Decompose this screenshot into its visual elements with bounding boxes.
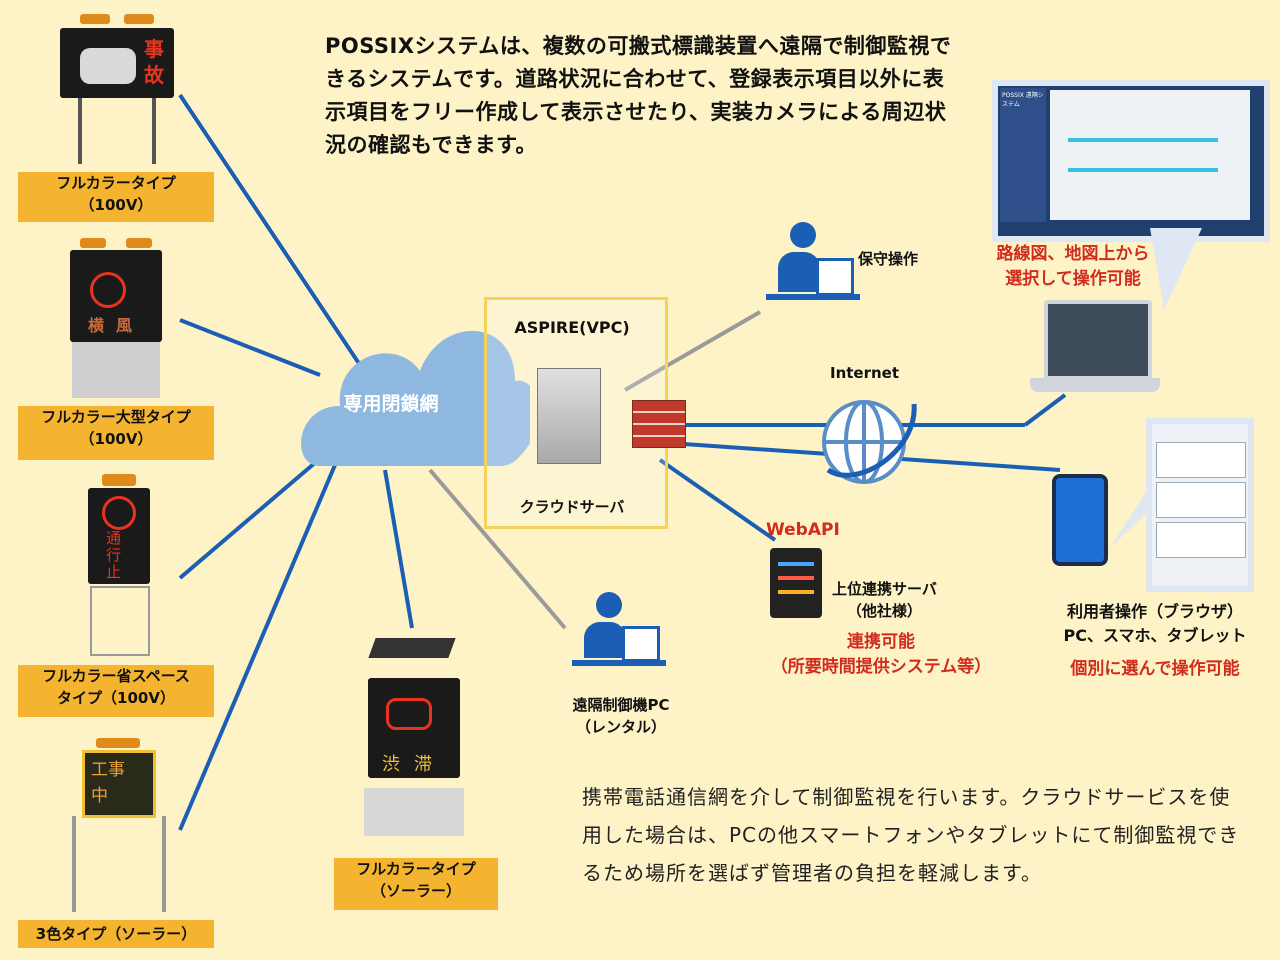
maintenance-label: 保守操作 [858, 250, 919, 268]
route-map-line2: 選択して操作可能 [1005, 269, 1141, 289]
external-server-label: 上位連携サーバ （他社様） [832, 578, 937, 622]
label-line1: フルカラー省スペース [42, 667, 190, 685]
link-line-device3 [178, 448, 332, 580]
remote-pc-line2: （レンタル） [575, 718, 666, 736]
sign-text: 工事中 [91, 760, 125, 806]
user-ops-note: 個別に選んで操作可能 [1070, 659, 1240, 679]
user-at-desk-icon [766, 222, 860, 306]
link-line-webapi [658, 458, 777, 542]
firewall-icon [632, 400, 686, 448]
label-line1: 3色タイプ（ソーラー） [35, 925, 197, 943]
server-caption: クラウドサーバ [519, 498, 625, 516]
car-icon [386, 698, 432, 730]
label-box-device3: フルカラー省スペース タイプ（100V） [18, 665, 214, 717]
link-line-device5 [383, 469, 414, 629]
external-server-line1: 上位連携サーバ [832, 580, 937, 598]
server-rack-icon [537, 368, 601, 464]
cloud-label: 専用閉鎖網 [343, 393, 439, 415]
external-server-icon [770, 548, 822, 618]
link-line-device4 [178, 464, 337, 831]
remote-pc-label: 遠隔制御機PC （レンタル） [556, 694, 686, 738]
sign-text: 横風 [88, 316, 145, 335]
link-line-maintenance [623, 310, 762, 392]
webapi-note-line1: 連携可能 [847, 632, 915, 652]
label-line2: タイプ（100V） [57, 689, 175, 707]
remote-pc-line1: 遠隔制御機PC [572, 696, 670, 714]
route-map-note: 路線図、地図上から 選択して操作可能 [978, 242, 1168, 292]
link-line-laptop [1023, 393, 1067, 427]
link-line-device1 [178, 93, 362, 367]
sign-text: 事故 [144, 37, 164, 87]
label-box-device4: 3色タイプ（ソーラー） [18, 920, 214, 948]
car-icon [80, 48, 136, 84]
device-sign-compact: 通行止 [84, 474, 154, 656]
control-screen-image: POSSIX 遠隔システム [992, 80, 1270, 242]
wind-icon [90, 272, 126, 308]
sign-text: 渋滞 [382, 754, 446, 775]
link-line-remote-pc [428, 468, 567, 630]
device-sign-3color: 工事中 [52, 738, 182, 914]
label-line2: （100V） [79, 430, 153, 448]
user-ops-line2: PC、スマホ、タブレット [1063, 626, 1247, 645]
internet-label: Internet [830, 364, 900, 382]
intro-text: POSSIXシステムは、複数の可搬式標識装置へ遠隔で制御監視できるシステムです。… [325, 34, 952, 157]
label-box-device2: フルカラー大型タイプ （100V） [18, 406, 214, 460]
label-line1: フルカラータイプ [356, 860, 476, 878]
webapi-label: WebAPI [766, 520, 840, 540]
cloud-icon [301, 330, 530, 467]
link-line-device2 [179, 318, 321, 377]
label-line1: フルカラータイプ [56, 174, 176, 192]
label-line2: （ソーラー） [370, 882, 461, 900]
external-server-line2: （他社様） [846, 602, 922, 620]
device-sign-large: 横風 [66, 238, 166, 398]
remote-pc-user-icon [572, 592, 666, 670]
user-ops-label: 利用者操作（ブラウザ） PC、スマホ、タブレット [1040, 600, 1270, 648]
label-line1: フルカラー大型タイプ [41, 408, 191, 426]
server-title: ASPIRE(VPC) [514, 318, 630, 337]
sign-text: 通行止 [106, 529, 122, 581]
laptop-icon [1030, 300, 1160, 400]
webapi-note: 連携可能 （所要時間提供システム等） [756, 630, 1006, 680]
label-line2: （100V） [79, 196, 153, 214]
device-sign-fullcolor: 事故 [52, 14, 182, 164]
solar-panel-icon [368, 638, 456, 658]
outro-text: 携帯電話通信網を介して制御監視を行います。クラウドサービスを使用した場合は、PC… [582, 785, 1240, 885]
globe-icon [822, 400, 917, 484]
user-ops-line1: 利用者操作（ブラウザ） [1066, 602, 1243, 621]
callout-pointer [1150, 228, 1202, 310]
label-box-device5: フルカラータイプ （ソーラー） [334, 858, 498, 910]
tablet-screen-image [1146, 418, 1254, 592]
smartphone-icon [1052, 474, 1108, 566]
no-entry-icon [102, 496, 136, 530]
cloud-server-box: ASPIRE(VPC) クラウドサーバ [484, 297, 668, 529]
label-box-device1: フルカラータイプ （100V） [18, 172, 214, 222]
device-sign-solar: 渋滞 [358, 638, 470, 838]
screen-title: POSSIX 遠隔システム [1002, 92, 1044, 108]
route-map-line1: 路線図、地図上から [996, 244, 1150, 264]
webapi-note-line2: （所要時間提供システム等） [770, 657, 992, 677]
